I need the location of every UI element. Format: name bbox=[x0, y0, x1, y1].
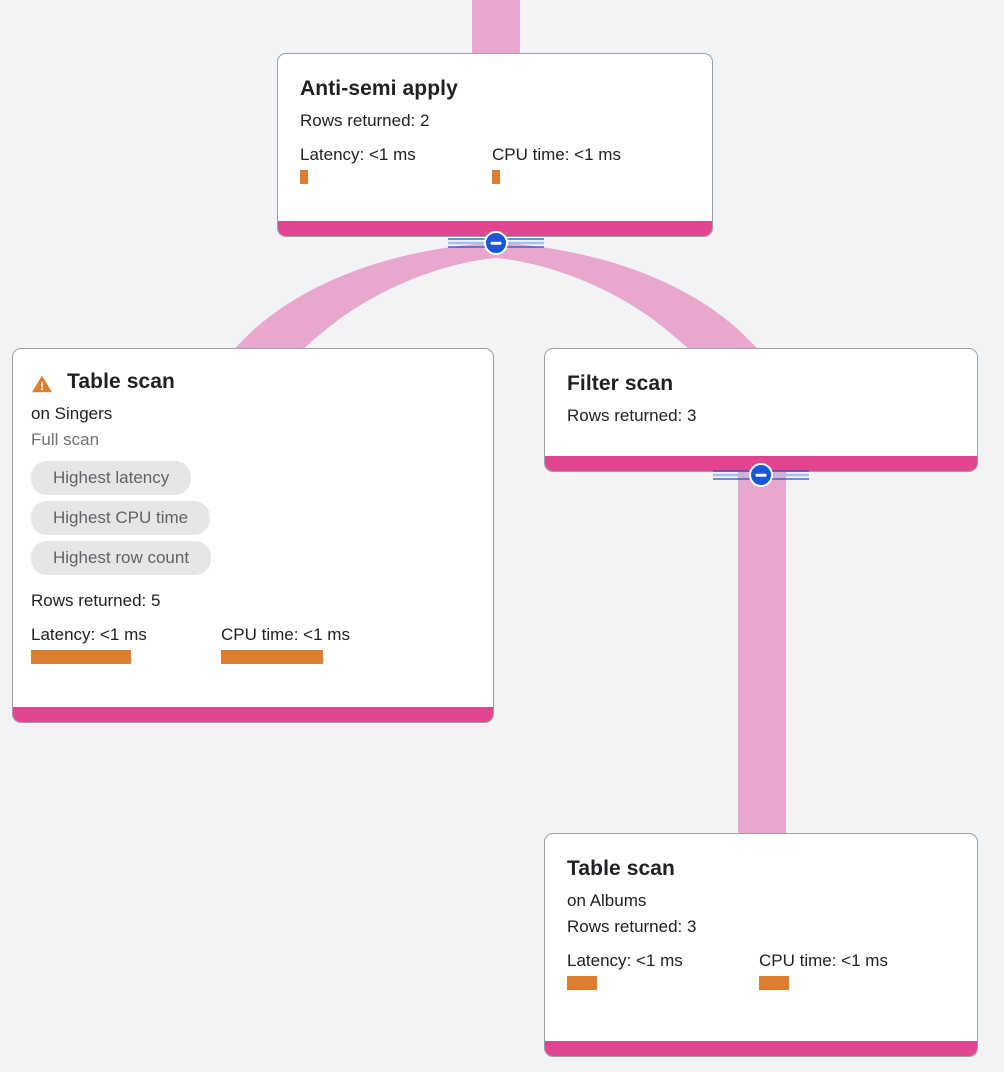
metric-cpu-time: CPU time: <1 ms bbox=[221, 625, 350, 664]
metric-latency: Latency: <1 ms bbox=[567, 951, 759, 990]
metric-latency-bar bbox=[300, 170, 308, 184]
node-card-table-scan-albums[interactable]: Table scan on Albums Rows returned: 3 La… bbox=[544, 833, 978, 1057]
metric-latency: Latency: <1 ms bbox=[31, 625, 221, 664]
node-scan-type: Full scan bbox=[31, 430, 100, 449]
metric-cpu-time-bar bbox=[759, 976, 789, 990]
metric-latency-bar bbox=[31, 650, 131, 664]
edge-antisemi-to-table-scan-singers-body bbox=[232, 243, 496, 352]
node-subtitle: on Albums bbox=[567, 891, 647, 910]
metric-latency-label: Latency: <1 ms bbox=[300, 145, 416, 164]
node-body: Anti-semi apply Rows returned: 2 Latency… bbox=[278, 54, 712, 194]
collapse-minus-icon[interactable] bbox=[484, 231, 508, 255]
node-card-table-scan-singers[interactable]: Table scan on Singers Full scan Highest … bbox=[12, 348, 494, 723]
node-header: Anti-semi apply bbox=[300, 76, 690, 102]
rows-returned-text: Rows returned: 5 bbox=[31, 591, 161, 610]
node-card-filter-scan[interactable]: Filter scan Rows returned: 3 bbox=[544, 348, 978, 472]
node-title: Filter scan bbox=[567, 372, 674, 395]
node-title: Table scan bbox=[67, 370, 175, 393]
node-body: Table scan on Albums Rows returned: 3 La… bbox=[545, 834, 977, 1000]
metric-latency: Latency: <1 ms bbox=[300, 145, 492, 184]
node-metrics: Latency: <1 ms CPU time: <1 ms bbox=[31, 625, 475, 664]
metric-cpu-time: CPU time: <1 ms bbox=[492, 145, 621, 184]
metric-latency-bar bbox=[567, 976, 597, 990]
node-header: Filter scan bbox=[567, 371, 955, 397]
edge-antisemi-to-filter-scan-body bbox=[496, 243, 734, 352]
chip-highest-cpu-time[interactable]: Highest CPU time bbox=[31, 501, 211, 535]
metric-cpu-time-bar bbox=[492, 170, 500, 184]
node-header: Table scan bbox=[567, 856, 955, 882]
collapse-toggle-anti-semi-apply[interactable] bbox=[448, 229, 544, 257]
metric-latency-label: Latency: <1 ms bbox=[567, 951, 683, 970]
collapse-toggle-filter-scan[interactable] bbox=[713, 461, 809, 489]
node-body: Table scan on Singers Full scan Highest … bbox=[13, 349, 493, 678]
edge-root-inflow bbox=[472, 0, 520, 58]
rows-returned-text: Rows returned: 3 bbox=[567, 406, 697, 425]
collapse-minus-icon[interactable] bbox=[749, 463, 773, 487]
node-accent-bar bbox=[545, 1041, 977, 1056]
chip-highest-row-count[interactable]: Highest row count bbox=[31, 541, 212, 575]
chip-highest-latency[interactable]: Highest latency bbox=[31, 461, 192, 495]
edge-filter-scan-to-table-scan-albums bbox=[738, 470, 786, 838]
node-metrics: Latency: <1 ms CPU time: <1 ms bbox=[567, 951, 955, 990]
metric-cpu-time-bar bbox=[221, 650, 323, 664]
node-detail-block: on Singers Full scan Highest latency Hig… bbox=[31, 401, 475, 664]
warning-triangle-icon bbox=[31, 375, 53, 393]
node-accent-bar bbox=[278, 221, 712, 236]
metric-cpu-time-label: CPU time: <1 ms bbox=[221, 625, 350, 644]
node-title: Anti-semi apply bbox=[300, 77, 458, 100]
node-card-anti-semi-apply[interactable]: Anti-semi apply Rows returned: 2 Latency… bbox=[277, 53, 713, 237]
node-body: Filter scan Rows returned: 3 bbox=[545, 349, 977, 438]
node-chip-list: Highest latency Highest CPU time Highest… bbox=[31, 461, 475, 581]
node-subtitle: on Singers bbox=[31, 404, 113, 423]
rows-returned-text: Rows returned: 2 bbox=[300, 111, 430, 130]
node-metrics: Latency: <1 ms CPU time: <1 ms bbox=[300, 145, 690, 184]
node-accent-bar bbox=[13, 707, 493, 722]
node-title: Table scan bbox=[567, 857, 675, 880]
node-header: Table scan bbox=[31, 369, 475, 395]
metric-cpu-time-label: CPU time: <1 ms bbox=[759, 951, 888, 970]
node-title-block: Table scan bbox=[67, 369, 175, 395]
metric-latency-label: Latency: <1 ms bbox=[31, 625, 147, 644]
metric-cpu-time-label: CPU time: <1 ms bbox=[492, 145, 621, 164]
rows-returned-text: Rows returned: 3 bbox=[567, 917, 697, 936]
metric-cpu-time: CPU time: <1 ms bbox=[759, 951, 888, 990]
